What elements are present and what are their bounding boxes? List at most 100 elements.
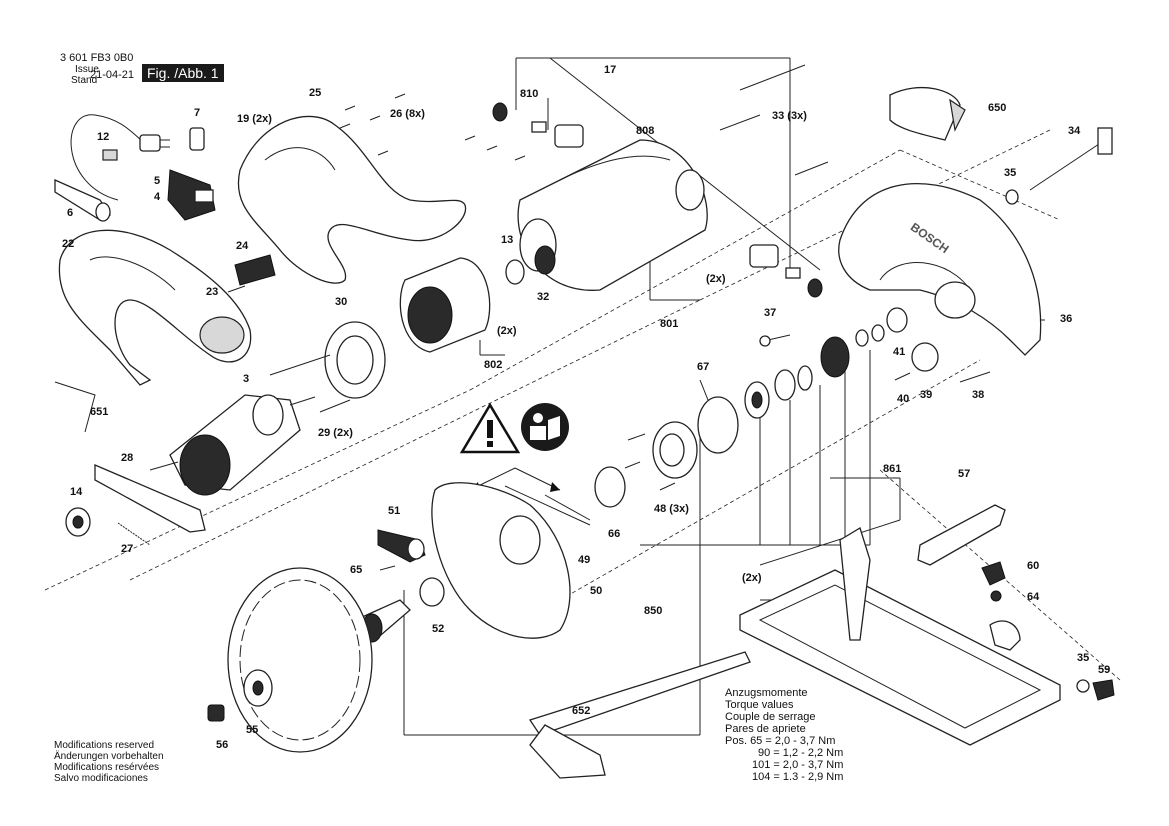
callout-14: 14 bbox=[70, 486, 83, 498]
switch-part bbox=[167, 169, 216, 221]
issue-label: Issue bbox=[75, 64, 99, 75]
callout-22: 22 bbox=[62, 238, 75, 250]
callout-17: 17 bbox=[604, 64, 617, 76]
torque-row-101: 101 = 2,0 - 3,7 Nm bbox=[752, 759, 844, 771]
callout-33: 33 (3x) bbox=[772, 110, 807, 122]
callout-56: 56 bbox=[216, 739, 229, 751]
washer-35 bbox=[1005, 189, 1019, 205]
bearings-13-32 bbox=[505, 245, 556, 285]
callout-2x-a: (2x) bbox=[497, 325, 517, 337]
footer-line-es: Salvo modificaciones bbox=[54, 773, 148, 784]
torque-row-90: 90 = 1,2 - 2,2 Nm bbox=[758, 747, 844, 759]
brush-holder-part bbox=[227, 254, 276, 293]
torque-title-fr: Couple de serrage bbox=[725, 711, 816, 723]
callout-28: 28 bbox=[121, 452, 134, 464]
callout-66: 66 bbox=[608, 528, 621, 540]
footer-line-de: Änderungen vorbehalten bbox=[54, 751, 164, 762]
callout-802: 802 bbox=[484, 359, 503, 371]
callout-48: 48 (3x) bbox=[654, 503, 689, 515]
callout-65: 65 bbox=[350, 564, 363, 576]
callout-34: 34 bbox=[1068, 125, 1081, 137]
footer-line-en: Modifications reserved bbox=[54, 740, 155, 751]
callout-26: 26 (8x) bbox=[390, 108, 425, 120]
ring-52 bbox=[419, 577, 445, 607]
callout-6: 6 bbox=[67, 207, 74, 219]
bracket-57 bbox=[917, 504, 1006, 566]
base-plate bbox=[739, 527, 1061, 746]
torque-row-65: Pos. 65 = 2,0 - 3,7 Nm bbox=[725, 735, 836, 747]
callout-67: 67 bbox=[697, 361, 710, 373]
read-manual-icon bbox=[521, 403, 569, 451]
warning-triangle-icon bbox=[459, 402, 521, 454]
rod-49 bbox=[504, 485, 591, 526]
callout-5: 5 bbox=[154, 175, 161, 187]
callout-4: 4 bbox=[154, 191, 161, 203]
callout-51: 51 bbox=[388, 505, 401, 517]
callout-3: 3 bbox=[243, 373, 250, 385]
callout-651: 651 bbox=[90, 406, 109, 418]
torque-title-en: Torque values bbox=[725, 699, 794, 711]
callout-50: 50 bbox=[590, 585, 603, 597]
callout-29: 29 (2x) bbox=[318, 427, 353, 439]
field-winding-part bbox=[399, 257, 491, 353]
cord-sleeve-part bbox=[54, 178, 111, 222]
bolt-34 bbox=[1029, 127, 1113, 191]
callout-55: 55 bbox=[246, 724, 259, 736]
callout-57: 57 bbox=[958, 468, 971, 480]
saw-blade bbox=[207, 567, 373, 753]
rip-fence-652 bbox=[528, 651, 751, 779]
callout-32: 32 bbox=[537, 291, 550, 303]
callout-38: 38 bbox=[972, 389, 985, 401]
callout-41: 41 bbox=[893, 346, 906, 358]
hex-key-651 bbox=[54, 381, 96, 433]
footer-line-fr: Modifications resérvées bbox=[54, 762, 160, 773]
armature-part bbox=[149, 394, 316, 496]
figure-label: Fig. /Abb. 1 bbox=[142, 64, 224, 82]
issue-date: 21-04-21 bbox=[90, 69, 135, 81]
callout-801: 801 bbox=[660, 318, 679, 330]
handle-half-left bbox=[58, 229, 252, 386]
carbon-brushes-810 bbox=[492, 102, 823, 298]
callout-652: 652 bbox=[572, 705, 591, 717]
upper-blade-guard bbox=[838, 182, 1042, 356]
callout-7: 7 bbox=[194, 107, 201, 119]
torque-title-de: Anzugsmomente bbox=[725, 687, 808, 699]
dust-port-part bbox=[889, 87, 966, 141]
callout-25: 25 bbox=[309, 87, 322, 99]
callout-650: 650 bbox=[988, 102, 1007, 114]
callout-23: 23 bbox=[206, 286, 219, 298]
ring-66 bbox=[594, 466, 626, 508]
callout-59: 59 bbox=[1098, 664, 1111, 676]
callout-24: 24 bbox=[236, 240, 249, 252]
callout-37: 37 bbox=[764, 307, 777, 319]
part-number: 3 601 FB3 0B0 bbox=[60, 52, 134, 64]
callout-13: 13 bbox=[501, 234, 514, 246]
torque-title-es: Pares de apriete bbox=[725, 723, 806, 735]
callout-2x-b: (2x) bbox=[706, 273, 726, 285]
callout-52: 52 bbox=[432, 623, 445, 635]
gear-part bbox=[744, 336, 850, 419]
torque-row-104: 104 = 1.3 - 2,9 Nm bbox=[752, 771, 844, 783]
screws-26 bbox=[339, 93, 526, 161]
lower-blade-guard bbox=[431, 482, 591, 639]
callout-810: 810 bbox=[520, 88, 539, 100]
callout-19: 19 (2x) bbox=[237, 113, 272, 125]
knobs-59-60-64 bbox=[981, 561, 1115, 701]
callout-30: 30 bbox=[335, 296, 348, 308]
callout-861: 861 bbox=[883, 463, 902, 475]
power-cord bbox=[70, 114, 170, 201]
callout-36: 36 bbox=[1060, 313, 1073, 325]
screw-65 bbox=[379, 565, 396, 571]
guard-lever-51 bbox=[377, 529, 426, 563]
screws-33 bbox=[719, 64, 829, 176]
callout-64: 64 bbox=[1027, 591, 1040, 603]
gear-housing-flange bbox=[624, 396, 739, 491]
parts-14-27-28 bbox=[65, 464, 206, 546]
callout-808: 808 bbox=[636, 125, 655, 137]
callout-2x-c: (2x) bbox=[742, 572, 762, 584]
callout-49: 49 bbox=[578, 554, 591, 566]
assembly-guide-lines bbox=[44, 129, 1121, 681]
stand-label: Stand bbox=[71, 75, 98, 86]
